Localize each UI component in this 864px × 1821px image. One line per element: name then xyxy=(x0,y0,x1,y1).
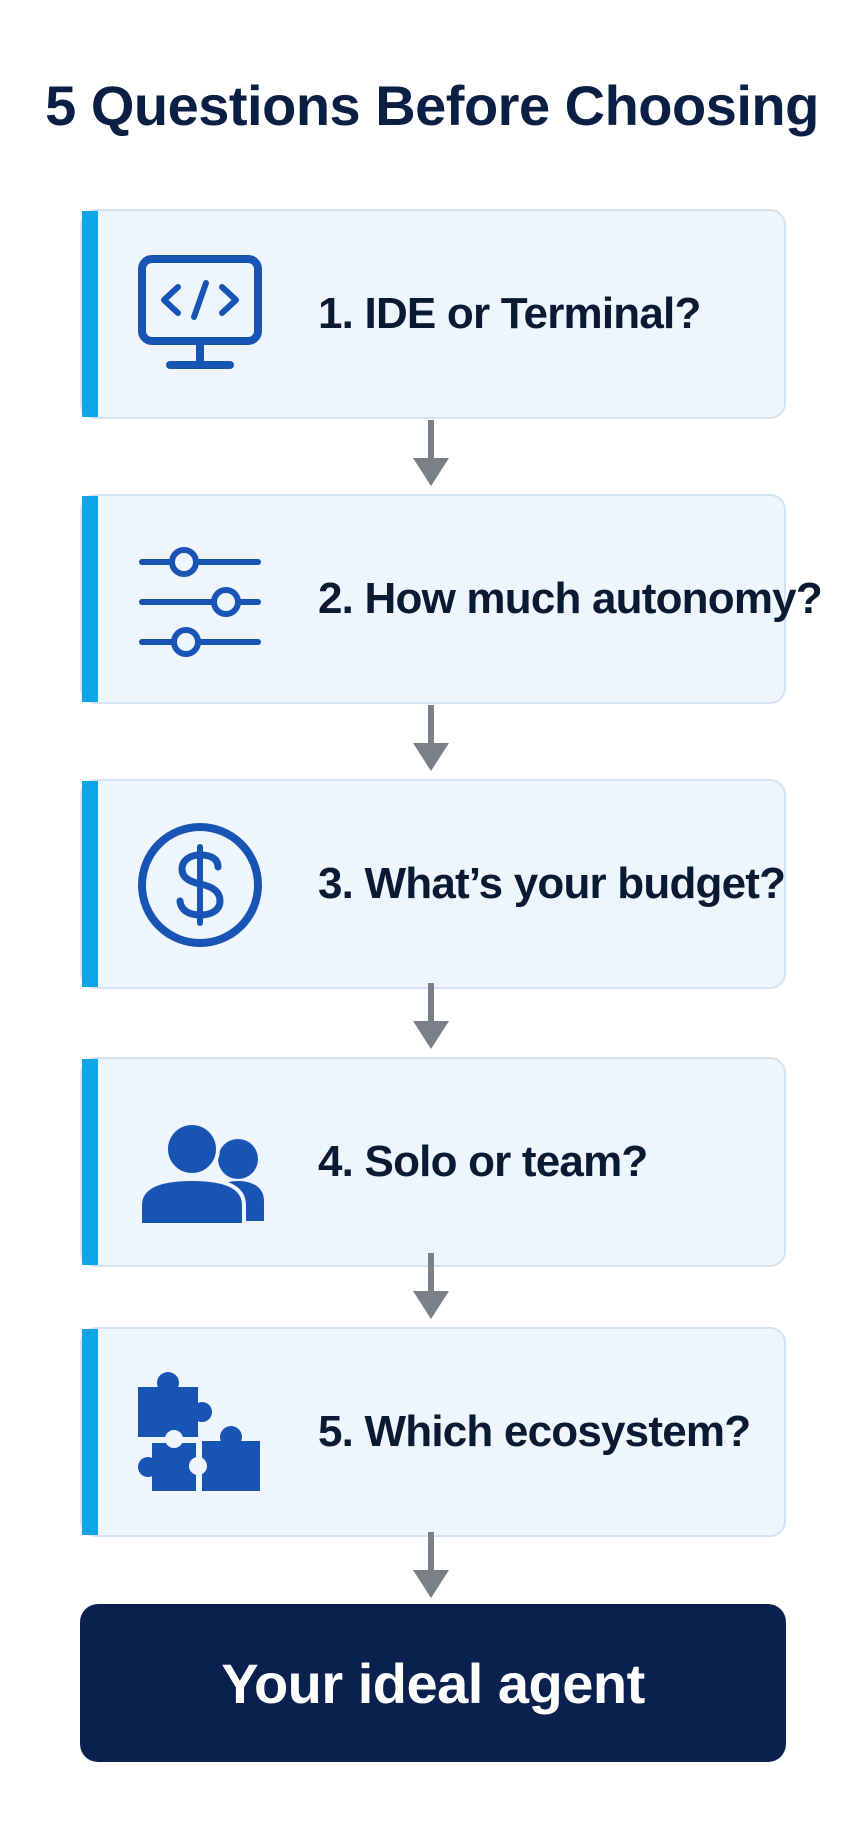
step-card-autonomy: 2. How much autonomy? xyxy=(80,494,823,704)
step-card-ide-or-terminal: 1. IDE or Terminal? xyxy=(80,209,786,419)
step-accent-bar xyxy=(82,1329,98,1535)
sliders-icon xyxy=(134,534,266,666)
dollar-coin-icon xyxy=(134,819,266,951)
step-accent-bar xyxy=(82,781,98,987)
step-card-ecosystem: 5. Which ecosystem? xyxy=(80,1327,786,1537)
step-card-budget: 3. What’s your budget? xyxy=(80,779,786,989)
flow-arrow-icon xyxy=(411,983,451,1051)
step-label: 4. Solo or team? xyxy=(318,1137,648,1186)
step-accent-bar xyxy=(82,1059,98,1265)
flow-arrow-icon xyxy=(411,420,451,488)
code-monitor-icon xyxy=(134,249,266,381)
step-label: 3. What’s your budget? xyxy=(318,859,786,908)
people-icon xyxy=(134,1097,266,1229)
puzzle-icon xyxy=(134,1367,266,1499)
page-title: 5 Questions Before Choosing xyxy=(45,74,819,137)
step-label: 2. How much autonomy? xyxy=(318,574,823,623)
flow-arrow-icon xyxy=(411,1253,451,1321)
step-label: 1. IDE or Terminal? xyxy=(318,289,701,338)
step-label: 5. Which ecosystem? xyxy=(318,1407,751,1456)
flow-arrow-icon xyxy=(411,705,451,773)
step-accent-bar xyxy=(82,211,98,417)
step-card-solo-or-team: 4. Solo or team? xyxy=(80,1057,786,1267)
step-accent-bar xyxy=(82,496,98,702)
result-box: Your ideal agent xyxy=(80,1604,786,1762)
flow-arrow-icon xyxy=(411,1532,451,1600)
